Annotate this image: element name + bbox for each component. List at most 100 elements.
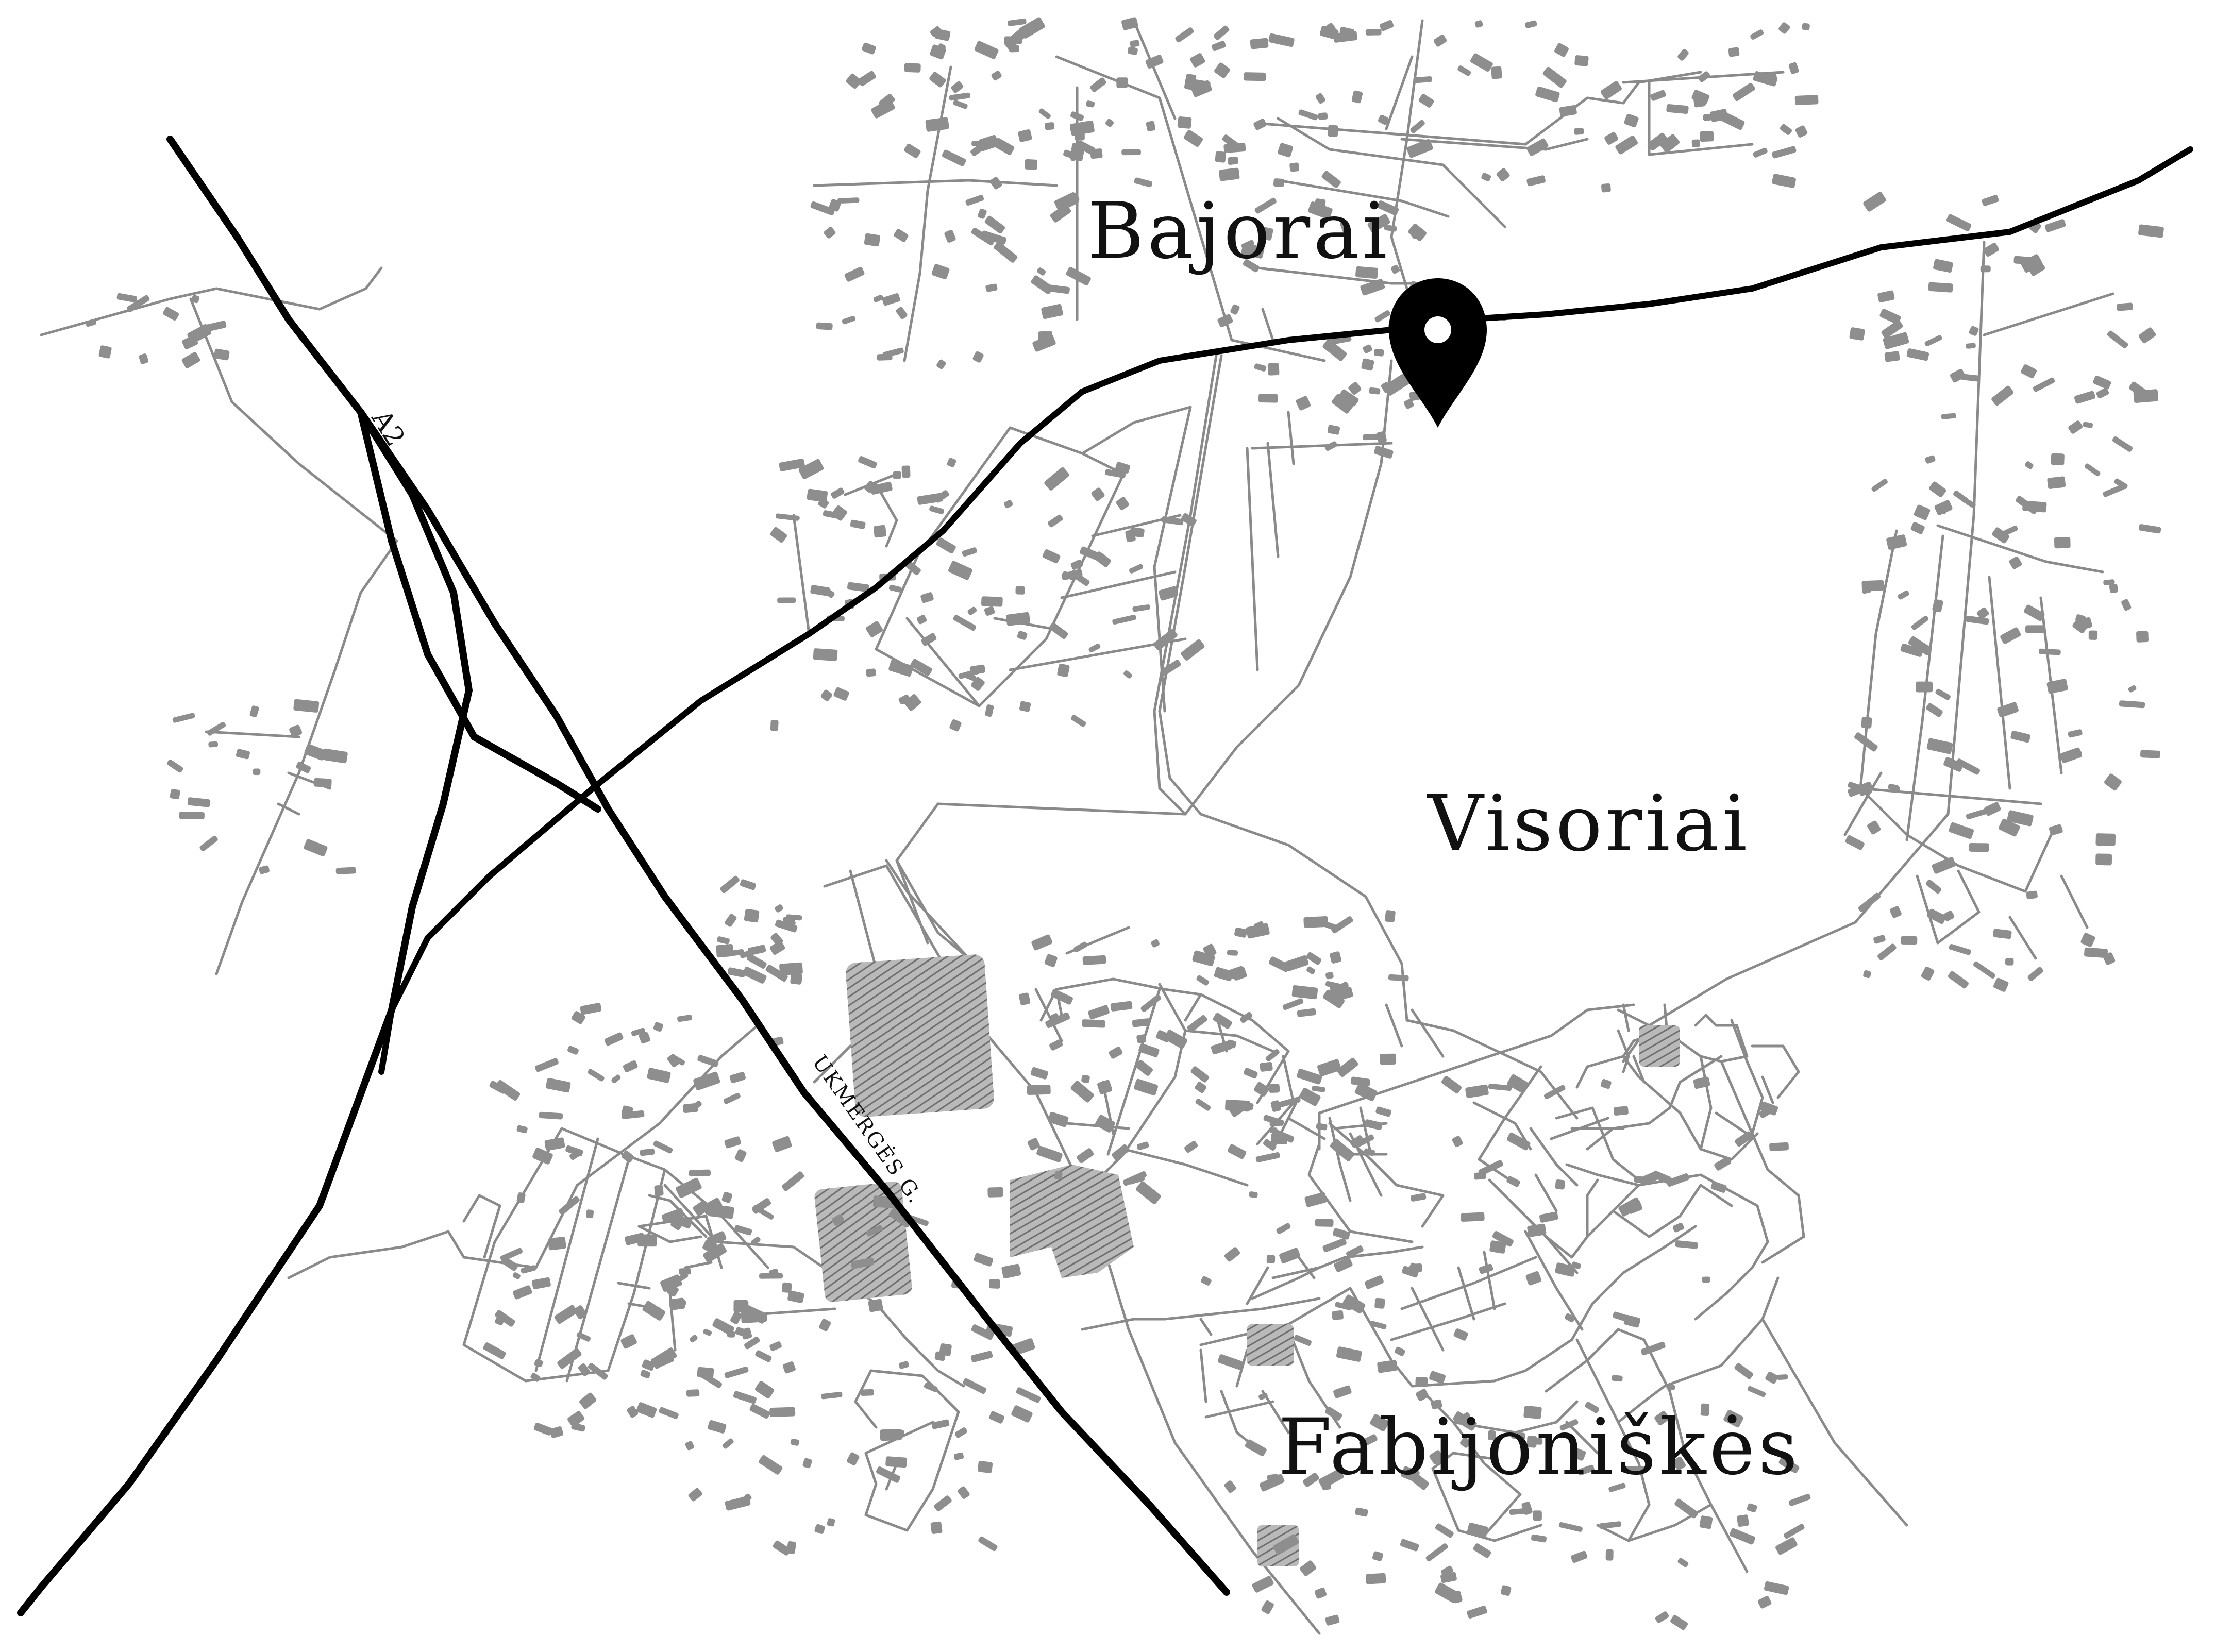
building-mark xyxy=(1966,343,1976,349)
building-mark xyxy=(725,914,737,927)
building-mark xyxy=(2119,700,2145,709)
building-mark xyxy=(1780,124,1792,135)
building-mark xyxy=(888,584,902,593)
building-mark xyxy=(1772,174,1796,188)
building-mark xyxy=(1315,93,1325,104)
building-mark xyxy=(1585,1402,1600,1413)
building-mark xyxy=(1900,643,1923,657)
building-mark xyxy=(1605,1549,1614,1561)
building-mark xyxy=(1306,966,1315,974)
building-mark xyxy=(1527,1223,1547,1237)
building-mark xyxy=(1181,639,1205,661)
building-mark xyxy=(2121,599,2132,611)
building-mark xyxy=(948,561,972,580)
building-mark xyxy=(1297,1008,1316,1017)
building-mark xyxy=(1136,1141,1149,1150)
building-mark xyxy=(988,1278,1000,1289)
building-mark xyxy=(1269,1120,1282,1127)
building-mark xyxy=(1601,183,1611,193)
building-mark xyxy=(727,967,746,977)
building-mark xyxy=(179,812,205,820)
building-mark xyxy=(730,949,744,956)
building-mark xyxy=(621,1105,633,1117)
building-mark xyxy=(2072,619,2087,633)
building-mark xyxy=(1465,1084,1489,1098)
building-mark xyxy=(532,1277,551,1289)
building-mark xyxy=(787,1290,804,1303)
building-mark xyxy=(1359,1434,1378,1448)
building-mark xyxy=(621,1150,634,1163)
building-mark xyxy=(953,1452,964,1460)
building-mark xyxy=(2136,631,2149,643)
building-mark xyxy=(1322,339,1347,361)
building-mark xyxy=(850,1257,875,1269)
building-mark xyxy=(1941,413,1956,419)
building-mark xyxy=(769,1269,779,1277)
building-mark xyxy=(688,1488,702,1502)
building-mark xyxy=(1258,393,1279,403)
building-mark xyxy=(816,322,833,330)
building-mark xyxy=(858,456,877,469)
building-mark xyxy=(2010,731,2030,743)
building-mark xyxy=(984,215,1005,234)
place-labels: Bajorai Visoriai Fabijoniškės xyxy=(1087,187,1798,1492)
building-mark xyxy=(1316,1123,1328,1131)
building-mark xyxy=(807,488,828,502)
building-mark xyxy=(837,197,860,204)
building-mark xyxy=(1666,104,1689,114)
building-mark xyxy=(2138,327,2156,344)
building-mark xyxy=(901,465,911,478)
building-mark xyxy=(1187,1015,1207,1033)
building-mark xyxy=(1525,1271,1541,1286)
building-mark xyxy=(866,621,883,637)
building-mark xyxy=(860,1389,874,1396)
building-mark xyxy=(1559,105,1577,117)
building-mark xyxy=(949,92,970,101)
location-pin-icon[interactable] xyxy=(1389,278,1487,428)
building-mark xyxy=(236,749,250,760)
building-mark xyxy=(1999,818,2020,837)
building-mark xyxy=(1332,1228,1350,1240)
building-mark xyxy=(1418,94,1434,108)
building-mark xyxy=(864,233,881,247)
building-mark xyxy=(1425,1543,1448,1562)
building-mark xyxy=(1910,522,1925,534)
building-mark xyxy=(1993,977,2009,992)
building-mark xyxy=(770,720,779,731)
building-mark xyxy=(1365,29,1382,36)
building-mark xyxy=(734,1225,752,1236)
building-mark xyxy=(1481,173,1491,181)
building-mark xyxy=(931,1419,950,1429)
building-mark xyxy=(1877,290,1895,303)
building-mark xyxy=(921,633,937,646)
building-mark xyxy=(1381,382,1391,393)
building-mark xyxy=(1314,1588,1327,1599)
building-mark xyxy=(746,954,767,969)
building-mark xyxy=(1753,71,1778,87)
building-mark xyxy=(1272,1128,1295,1143)
building-mark xyxy=(1380,20,1394,31)
building-mark xyxy=(1196,975,1209,986)
building-mark xyxy=(1132,1018,1151,1027)
building-mark xyxy=(1983,243,1999,257)
road-labels: A2 UKMERGĖS G. xyxy=(365,404,928,1208)
building-mark xyxy=(1431,1399,1442,1409)
building-mark xyxy=(724,1136,741,1149)
building-mark xyxy=(1369,387,1381,395)
building-mark xyxy=(1017,631,1028,640)
building-mark xyxy=(1953,490,1969,503)
building-mark xyxy=(990,177,1002,190)
building-mark xyxy=(1105,119,1114,127)
building-mark xyxy=(991,71,1002,81)
building-mark xyxy=(1462,1412,1470,1420)
building-mark xyxy=(1006,612,1030,626)
building-mark xyxy=(1555,1179,1565,1190)
building-mark xyxy=(1523,1405,1542,1419)
building-mark xyxy=(1214,62,1230,78)
building-mark xyxy=(824,227,836,239)
building-mark xyxy=(1115,462,1130,474)
building-mark xyxy=(1145,55,1164,69)
building-mark xyxy=(2095,853,2112,866)
building-mark xyxy=(660,1274,682,1292)
